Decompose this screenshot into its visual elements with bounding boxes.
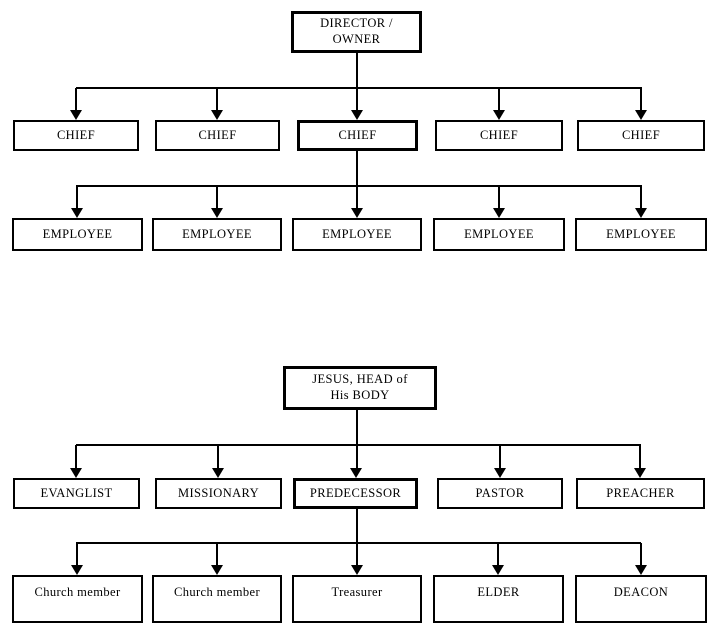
treasurer-box: Treasurer [292, 575, 422, 623]
director-owner-box: DIRECTOR / OWNER [291, 11, 422, 53]
arrow-down-icon [351, 110, 363, 120]
preacher-box: PREACHER [576, 478, 705, 509]
predecessor-label: PREDECESSOR [309, 485, 402, 500]
connector-line [356, 151, 358, 210]
director-owner-label: DIRECTOR / OWNER [320, 16, 393, 46]
chief-box: CHIEF [155, 120, 280, 151]
deacon-label: DEACON [613, 585, 669, 600]
chief-label: CHIEF [198, 127, 237, 142]
arrow-down-icon [635, 110, 647, 120]
arrow-down-icon [211, 208, 223, 218]
connector-line [76, 543, 78, 567]
arrow-down-icon [634, 468, 646, 478]
employee-label: EMPLOYEE [322, 226, 392, 241]
arrow-down-icon [351, 565, 363, 575]
preacher-label: PREACHER [606, 485, 675, 500]
connector-line [498, 186, 500, 210]
arrow-down-icon [211, 565, 223, 575]
connector-line [499, 445, 501, 469]
connector-line [640, 88, 642, 112]
employee-label: EMPLOYEE [42, 226, 113, 241]
elder-box: ELDER [433, 575, 564, 623]
treasurer-label: Treasurer [331, 585, 383, 600]
arrow-down-icon [351, 208, 363, 218]
connector-line [216, 88, 218, 112]
connector-line [76, 186, 78, 210]
chief-label: CHIEF [56, 127, 96, 142]
chief-label: CHIEF [338, 127, 377, 142]
evanglist-box: EVANGLIST [13, 478, 140, 509]
predecessor-box: PREDECESSOR [293, 478, 418, 509]
connector-line [75, 445, 77, 469]
connector-line [497, 543, 499, 567]
connector-line [216, 186, 218, 210]
arrow-down-icon [350, 468, 362, 478]
arrow-down-icon [493, 110, 505, 120]
employee-label: EMPLOYEE [606, 226, 676, 241]
arrow-down-icon [71, 208, 83, 218]
church-member-label: Church member [34, 585, 121, 600]
arrow-down-icon [494, 468, 506, 478]
jesus-head-box: JESUS, HEAD of His BODY [283, 366, 437, 410]
connector-line [76, 87, 642, 89]
connector-line [640, 543, 642, 567]
arrow-down-icon [70, 110, 82, 120]
arrow-down-icon [492, 565, 504, 575]
connector-line [76, 444, 641, 446]
connector-line [639, 445, 641, 469]
arrow-down-icon [212, 468, 224, 478]
connector-line [640, 186, 642, 210]
employee-box: EMPLOYEE [152, 218, 282, 251]
employee-box: EMPLOYEE [292, 218, 422, 251]
arrow-down-icon [635, 208, 647, 218]
chief-box: CHIEF [577, 120, 705, 151]
connector-line [356, 53, 358, 112]
deacon-box: DEACON [575, 575, 707, 623]
pastor-label: PASTOR [475, 485, 525, 500]
chief-box: CHIEF [297, 120, 418, 151]
employee-box: EMPLOYEE [575, 218, 707, 251]
elder-label: ELDER [477, 585, 520, 600]
church-member-box: Church member [152, 575, 282, 623]
connector-line [356, 509, 358, 567]
chief-box: CHIEF [435, 120, 563, 151]
employee-label: EMPLOYEE [182, 226, 252, 241]
pastor-box: PASTOR [437, 478, 563, 509]
connector-line [356, 410, 358, 470]
arrow-down-icon [71, 565, 83, 575]
church-member-box: Church member [12, 575, 143, 623]
missionary-box: MISSIONARY [155, 478, 282, 509]
arrow-down-icon [635, 565, 647, 575]
arrow-down-icon [70, 468, 82, 478]
chief-box: CHIEF [13, 120, 139, 151]
chief-label: CHIEF [479, 127, 519, 142]
missionary-label: MISSIONARY [177, 485, 260, 500]
arrow-down-icon [493, 208, 505, 218]
employee-box: EMPLOYEE [12, 218, 143, 251]
connector-line [498, 88, 500, 112]
connector-line [76, 542, 641, 544]
connector-line [76, 185, 642, 187]
connector-line [75, 88, 77, 112]
employee-box: EMPLOYEE [433, 218, 565, 251]
church-member-label: Church member [173, 585, 261, 600]
connector-line [216, 543, 218, 567]
employee-label: EMPLOYEE [464, 226, 534, 241]
chief-label: CHIEF [621, 127, 661, 142]
evanglist-label: EVANGLIST [40, 485, 113, 500]
jesus-head-label: JESUS, HEAD of His BODY [312, 372, 408, 402]
arrow-down-icon [211, 110, 223, 120]
connector-line [217, 445, 219, 469]
